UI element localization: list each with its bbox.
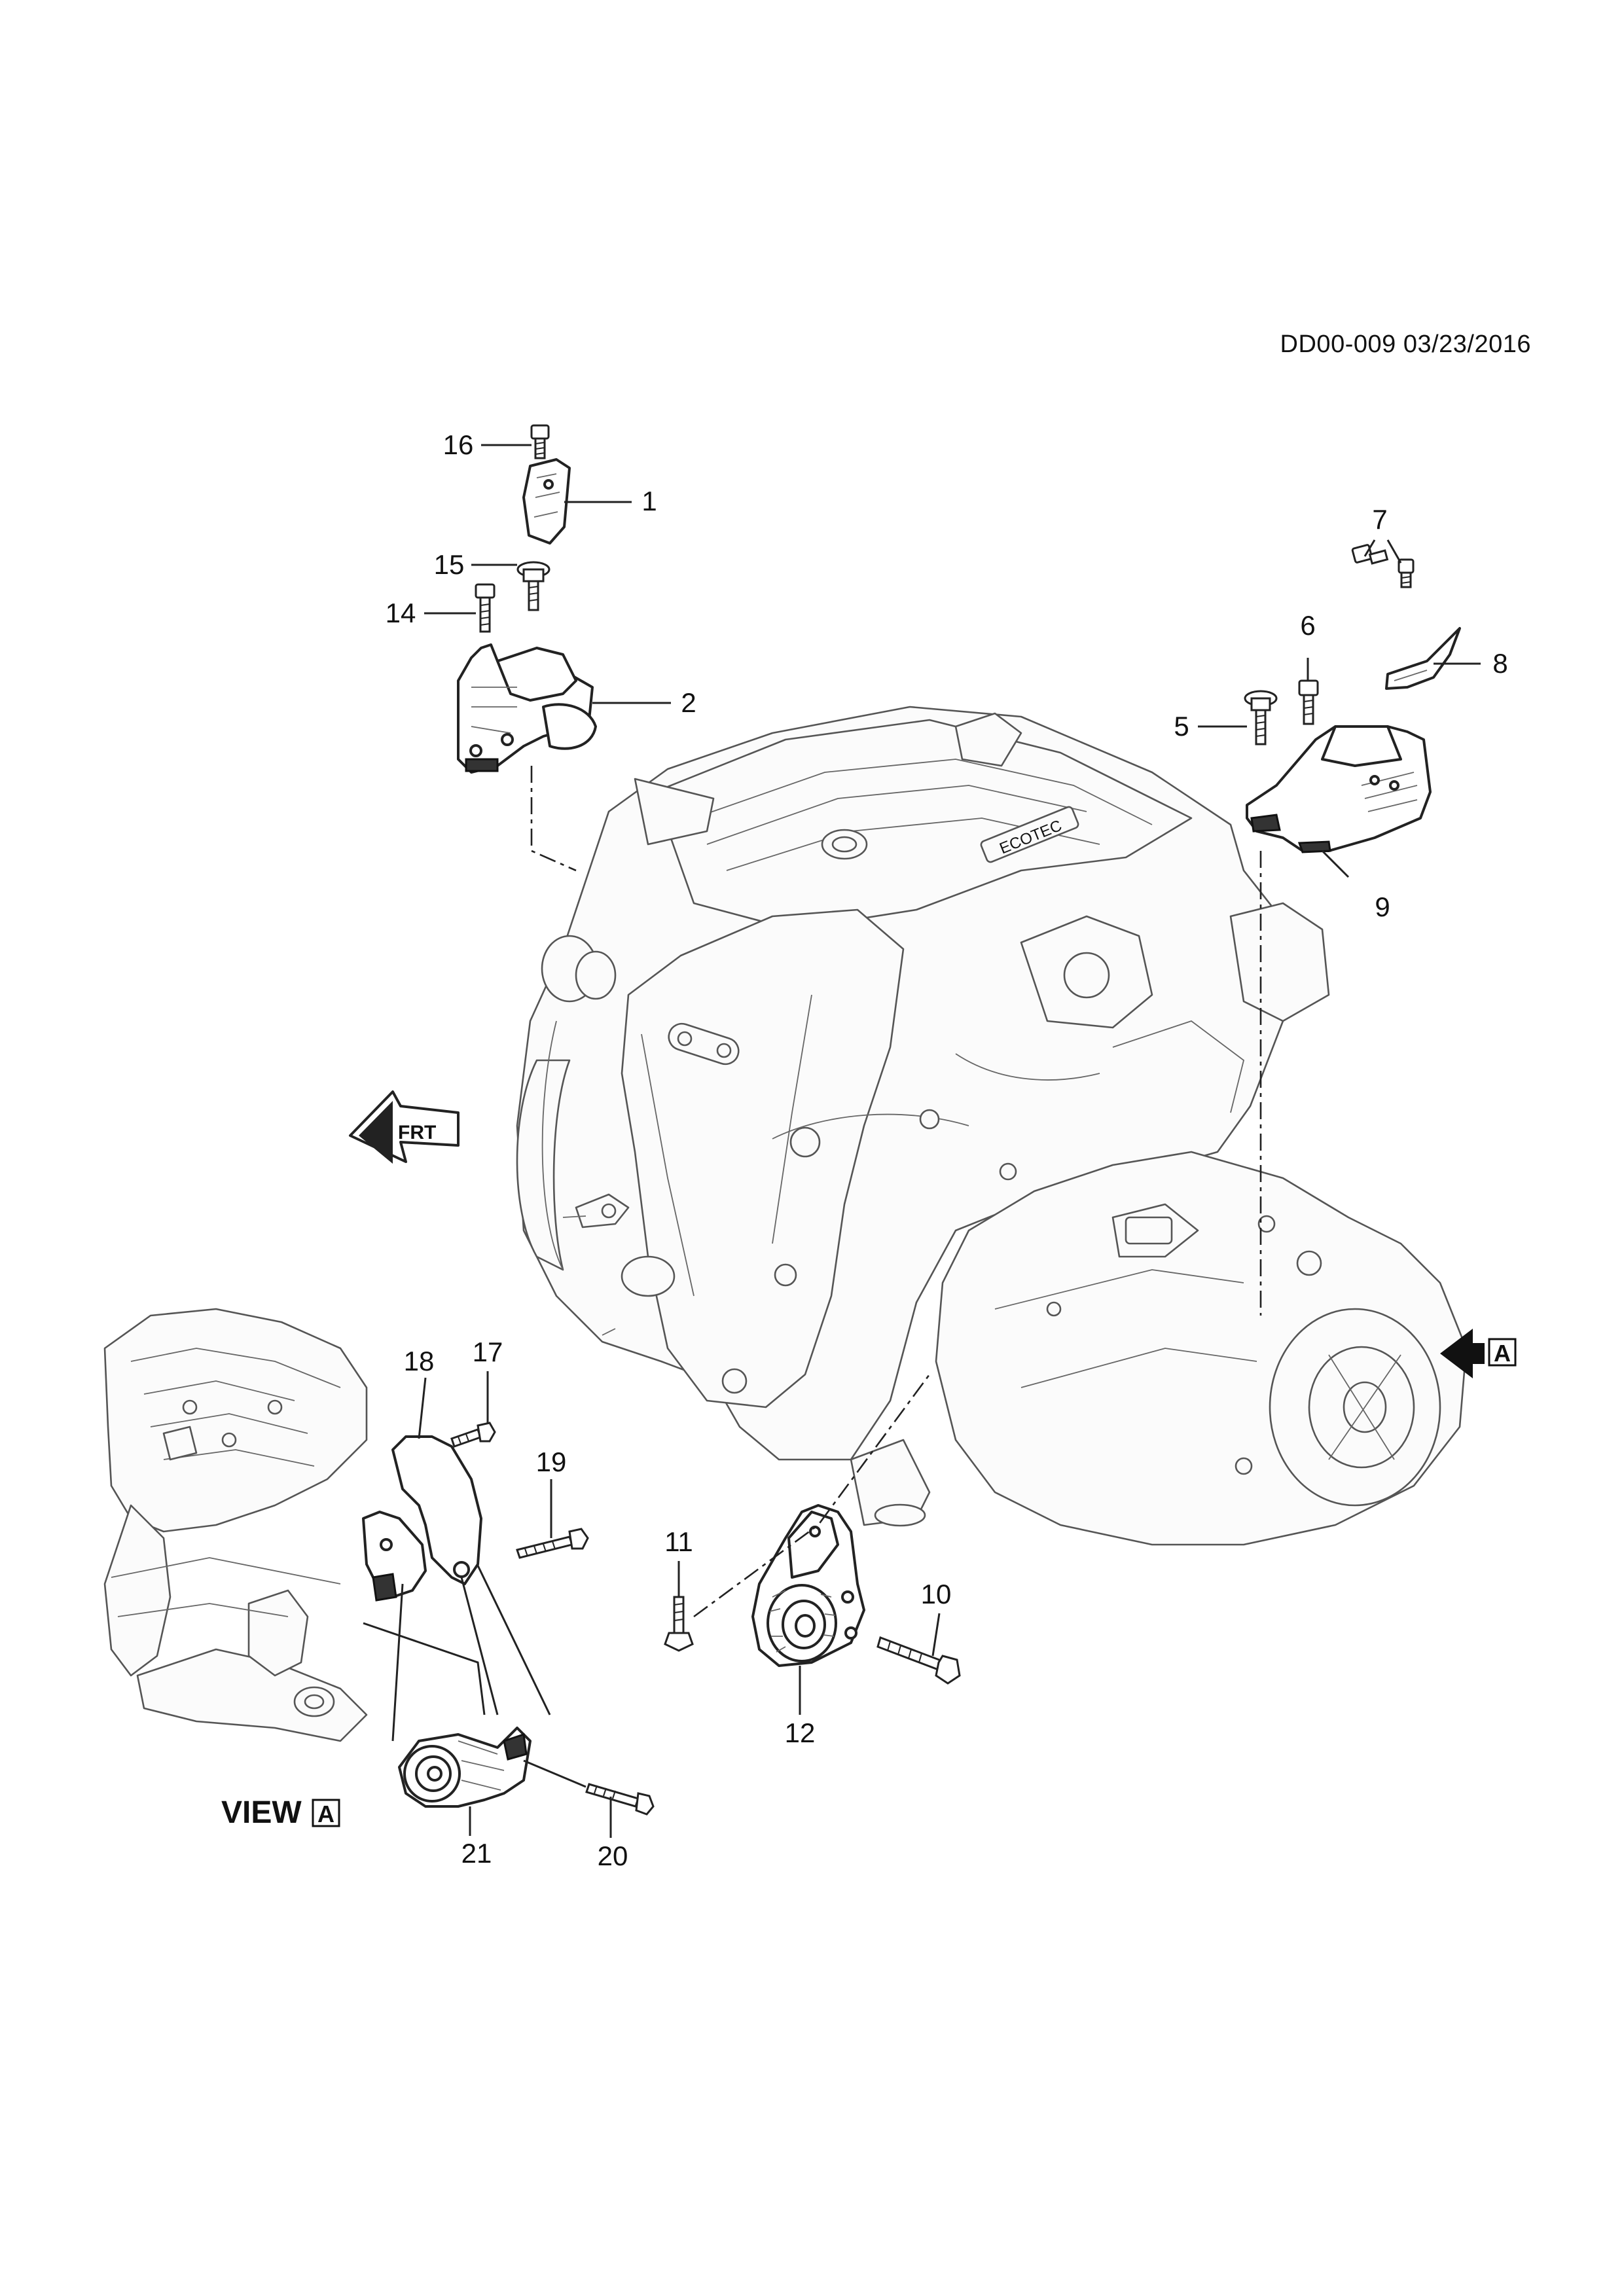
callout-16: 16	[443, 429, 474, 460]
bolt-7b	[1398, 558, 1415, 588]
bolt-19	[516, 1528, 589, 1559]
callout-1: 1	[641, 486, 657, 516]
front-direction-indicator: FRT	[349, 1090, 460, 1164]
view-a-letter: A	[317, 1801, 334, 1827]
callout-17: 17	[473, 1336, 503, 1367]
bracket-1	[522, 458, 571, 545]
callout-2: 2	[681, 687, 696, 718]
bracket-8	[1385, 627, 1461, 690]
bolt-5	[1244, 690, 1278, 745]
bolt-20	[585, 1783, 655, 1816]
callout-18: 18	[404, 1346, 435, 1376]
view-a-direction-arrow: A	[1440, 1329, 1517, 1378]
bracket-18	[391, 1435, 482, 1585]
callout-labels: 1 2 5 6 7 8 9 10 11 12 14 15 16 17 18 19…	[386, 429, 1508, 1871]
callout-12: 12	[785, 1717, 816, 1748]
bolt-11	[664, 1596, 694, 1652]
rear-engine-mount-group	[664, 1374, 961, 1685]
bolt-16	[530, 424, 550, 459]
callout-15: 15	[434, 549, 465, 580]
frt-label: FRT	[398, 1122, 436, 1143]
bolt-15	[516, 561, 550, 611]
callout-6: 6	[1300, 610, 1315, 641]
view-a-label: VIEW	[221, 1795, 302, 1830]
bolt-6	[1298, 679, 1319, 725]
callout-5: 5	[1174, 711, 1189, 742]
callout-7: 7	[1372, 504, 1387, 535]
callout-20: 20	[598, 1840, 628, 1871]
callout-8: 8	[1492, 648, 1507, 679]
bolt-17	[450, 1422, 496, 1448]
right-engine-mount-group	[1244, 544, 1461, 1316]
engine-transaxle-assembly: ECOTEC	[516, 706, 1468, 1546]
callout-21: 21	[461, 1838, 492, 1869]
callout-19: 19	[536, 1446, 567, 1477]
callout-9: 9	[1375, 891, 1390, 922]
bolt-10	[876, 1636, 961, 1685]
callout-14: 14	[386, 598, 416, 628]
view-a-inset: VIEW A	[103, 1308, 655, 1830]
callout-11: 11	[664, 1526, 693, 1557]
arrow-a-letter: A	[1494, 1340, 1511, 1367]
callout-10: 10	[921, 1579, 952, 1609]
bolt-7a	[1351, 544, 1389, 565]
left-engine-mount-group	[457, 424, 597, 872]
document-reference: DD00-009 03/23/2016	[1280, 331, 1531, 358]
leader-lines	[418, 444, 1481, 1838]
bolt-14	[475, 583, 496, 633]
